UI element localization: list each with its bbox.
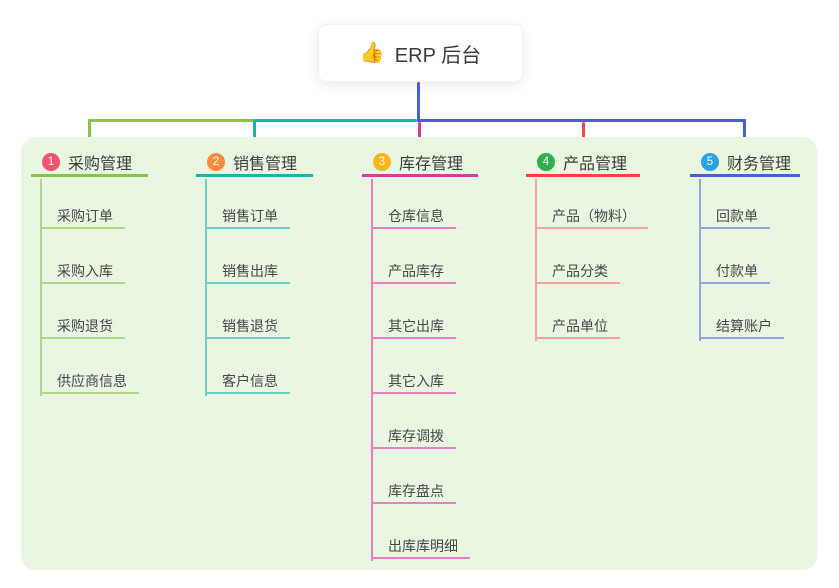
header-product-management[interactable]: 4 产品管理 [526,149,640,177]
badge-4: 4 [537,152,555,171]
connector-root-drop [417,82,420,122]
header-label: 销售管理 [233,155,298,173]
node-product-stock[interactable]: 产品库存 [371,258,456,284]
node-other-inbound[interactable]: 其它入库 [371,368,456,394]
connector-drop-col2 [253,119,256,146]
node-purchase-order[interactable]: 采购订单 [40,203,125,229]
root-node-label: ERP 后台 [394,44,482,67]
rail-product [535,179,537,341]
thumbs-up-icon: 👍 [359,42,385,64]
rail-sales [205,179,207,396]
connector-trunk-green [88,119,255,122]
header-label: 库存管理 [399,155,464,173]
node-sales-outbound[interactable]: 销售出库 [205,258,290,284]
connector-drop-col1 [88,119,91,146]
badge-2: 2 [207,152,225,171]
node-supplier-info[interactable]: 供应商信息 [40,368,139,394]
node-other-outbound[interactable]: 其它出库 [371,313,456,339]
node-product-unit[interactable]: 产品单位 [535,313,620,339]
node-purchase-return[interactable]: 采购退货 [40,313,125,339]
root-node-erp[interactable]: 👍 ERP 后台 [318,24,523,82]
node-sales-order[interactable]: 销售订单 [205,203,290,229]
header-finance-management[interactable]: 5 财务管理 [690,149,800,177]
node-receipt-doc[interactable]: 回款单 [699,203,770,229]
node-sales-return[interactable]: 销售退货 [205,313,290,339]
node-payment-doc[interactable]: 付款单 [699,258,770,284]
connector-drop-col3 [418,122,421,146]
connector-trunk-blue [417,119,746,122]
modules-panel [21,137,817,570]
rail-finance [699,179,701,341]
badge-1: 1 [42,152,60,171]
header-label: 产品管理 [563,155,628,173]
connector-drop-col5 [743,119,746,146]
node-product-category[interactable]: 产品分类 [535,258,620,284]
header-label: 采购管理 [68,155,133,173]
node-warehouse-info[interactable]: 仓库信息 [371,203,456,229]
node-customer-info[interactable]: 客户信息 [205,368,290,394]
connector-drop-col4 [582,122,585,146]
node-stock-count[interactable]: 库存盘点 [371,478,456,504]
node-stock-transfer[interactable]: 库存调拨 [371,423,456,449]
header-label: 财务管理 [727,155,792,173]
node-purchase-inbound[interactable]: 采购入库 [40,258,125,284]
rail-inventory [371,179,373,561]
connector-trunk-teal [255,119,417,122]
rail-purchase [40,179,42,396]
node-outbound-detail[interactable]: 出库库明细 [371,533,470,559]
header-sales-management[interactable]: 2 销售管理 [196,149,313,177]
node-settlement-account[interactable]: 结算账户 [699,313,784,339]
header-purchase-management[interactable]: 1 采购管理 [31,149,148,177]
badge-5: 5 [701,152,719,171]
node-product-material[interactable]: 产品（物料） [535,203,648,229]
header-inventory-management[interactable]: 3 库存管理 [362,149,478,177]
badge-3: 3 [373,152,391,171]
